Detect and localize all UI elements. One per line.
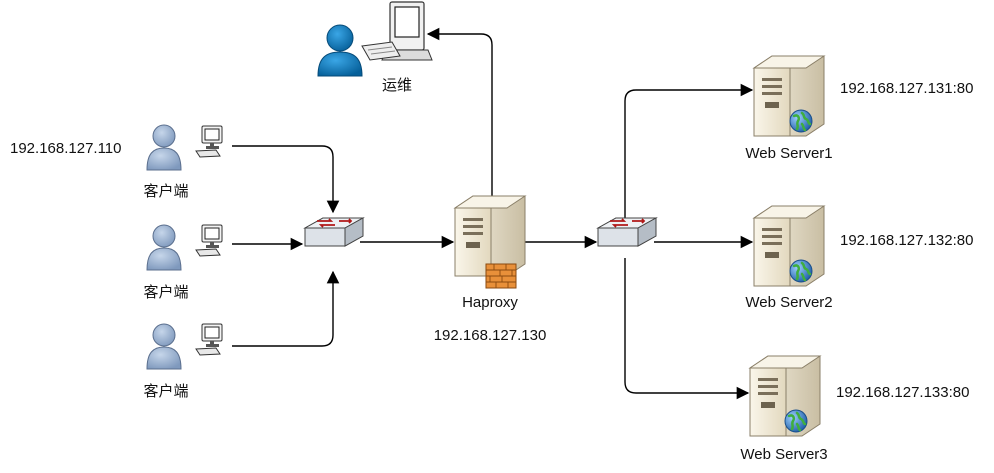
link-switch2-server1 <box>624 83 754 226</box>
web-server3-globe-icon <box>783 408 809 434</box>
web-server1-globe-icon <box>788 108 814 134</box>
web-server3-ip: 192.168.127.133:80 <box>836 384 970 401</box>
ops-label: 运维 <box>381 77 413 94</box>
link-haproxy-ops <box>426 27 493 196</box>
switch-server-side-icon <box>597 217 657 247</box>
web-server2-ip: 192.168.127.132:80 <box>840 232 974 249</box>
switch-client-side-icon <box>304 217 364 247</box>
link-switch2-server3 <box>624 258 750 400</box>
ops-computer-icon <box>361 1 433 61</box>
client1-label: 客户端 <box>143 183 189 200</box>
web-server2-globe-icon <box>788 258 814 284</box>
client1-computer-icon <box>195 125 223 158</box>
firewall-icon <box>485 263 517 289</box>
web-server1-ip: 192.168.127.131:80 <box>840 80 974 97</box>
link-client1-switch <box>232 145 340 214</box>
client1-person-icon <box>146 124 182 171</box>
web-server1-icon <box>753 55 825 137</box>
ops-person-icon <box>317 24 363 77</box>
client3-label: 客户端 <box>143 383 189 400</box>
client1-ip: 192.168.127.110 <box>10 140 122 157</box>
web-server2-label: Web Server2 <box>745 294 833 311</box>
web-server2-icon <box>753 205 825 287</box>
haproxy-label: Haproxy <box>462 294 518 311</box>
client2-computer-icon <box>195 224 223 257</box>
connections <box>232 27 754 400</box>
web-server3-label: Web Server3 <box>740 446 828 463</box>
client2-label: 客户端 <box>143 284 189 301</box>
web-server1-label: Web Server1 <box>745 145 833 162</box>
client3-computer-icon <box>195 323 223 356</box>
haproxy-ip: 192.168.127.130 <box>433 327 547 344</box>
client2-person-icon <box>146 224 182 271</box>
link-client3-switch <box>232 270 340 347</box>
client3-person-icon <box>146 323 182 370</box>
